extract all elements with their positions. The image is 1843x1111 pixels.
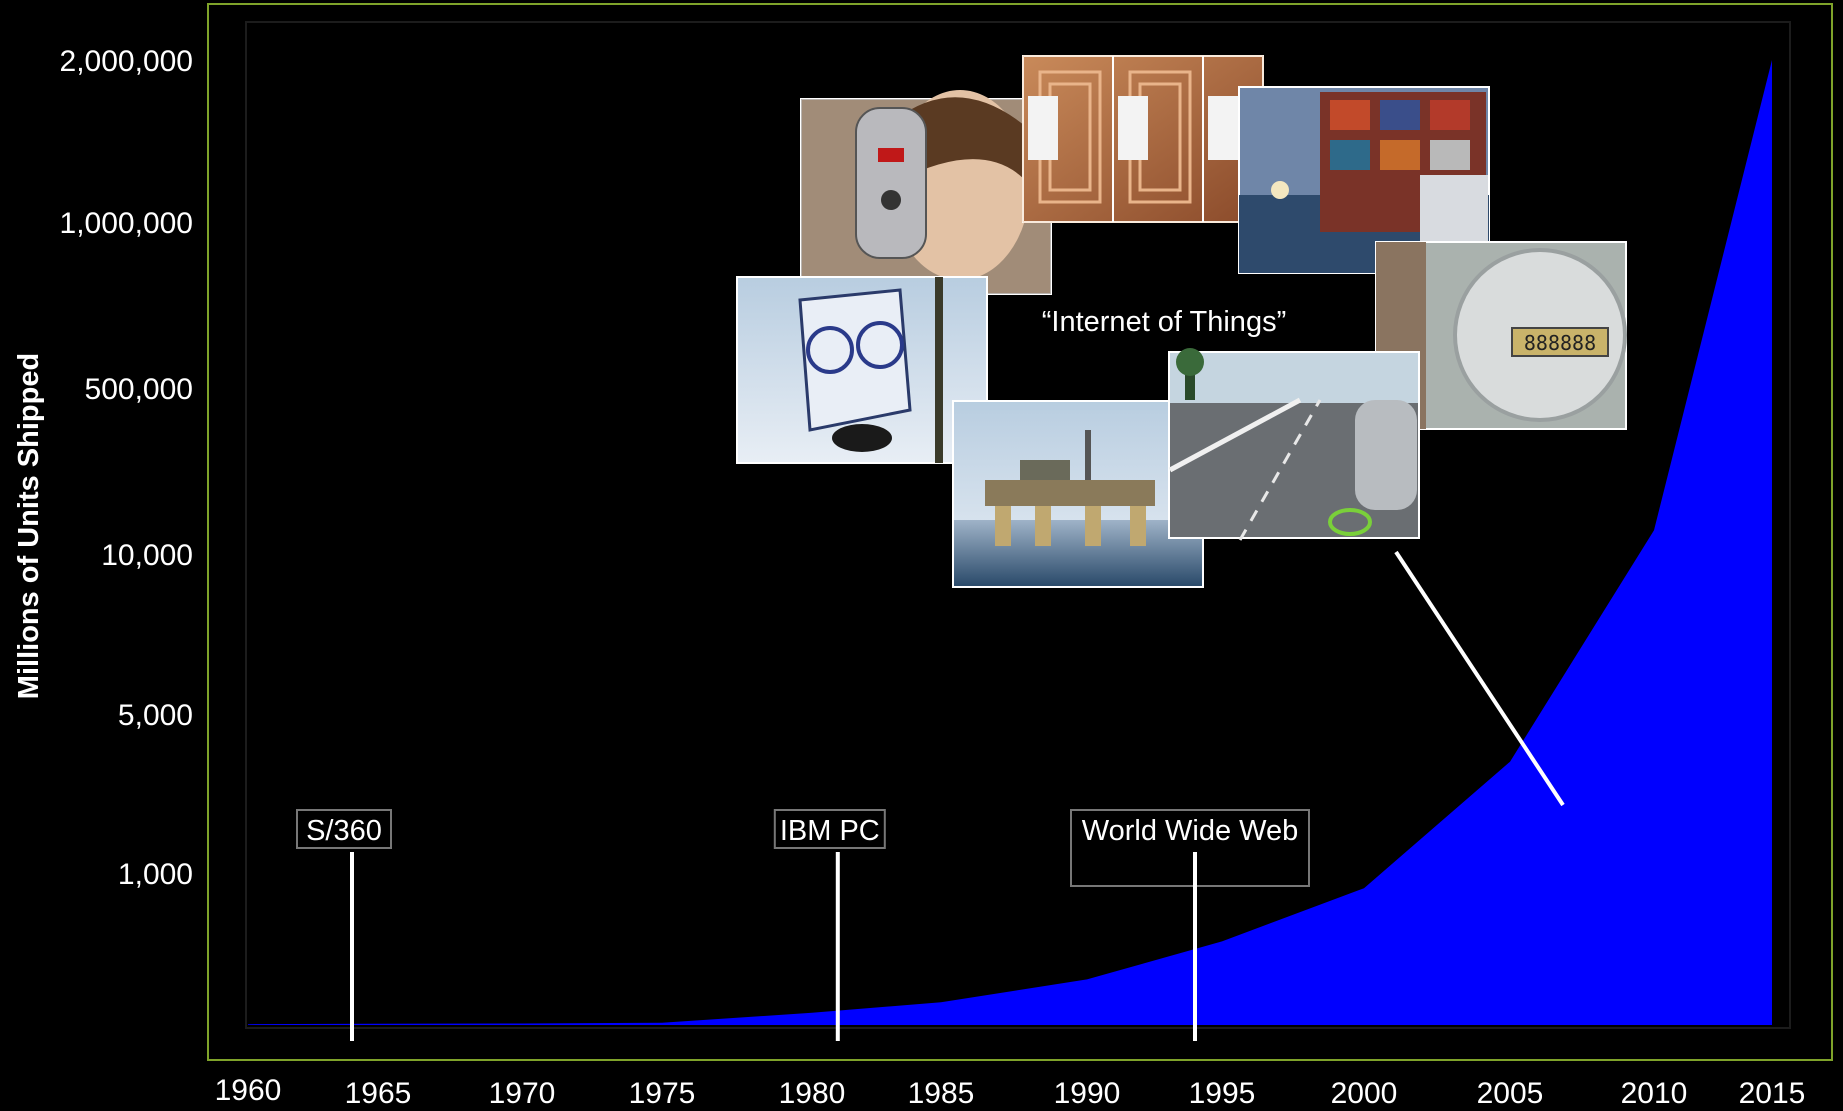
y-axis-label: Millions of Units Shipped: [13, 353, 45, 699]
annotation-label: S/360: [306, 815, 382, 847]
svg-text:888888: 888888: [1524, 331, 1596, 355]
x-tick-label: 2010: [1621, 1077, 1688, 1110]
annotation-label: IBM PC: [780, 815, 880, 847]
x-tick-label: 1965: [345, 1077, 412, 1110]
annotation-world-wide-web: World Wide Web: [1070, 809, 1310, 1041]
plot-frame: [207, 3, 1833, 1061]
iot-label: “Internet of Things”: [1042, 306, 1286, 338]
iot-pointer-line: [1394, 550, 1565, 807]
x-tick-label: 1985: [908, 1077, 975, 1110]
x-tick-label: 1990: [1054, 1077, 1121, 1110]
y-tick-label: 10,000: [101, 539, 193, 572]
x-tick-label: 1980: [779, 1077, 846, 1110]
security-camera-photo: [736, 276, 988, 464]
y-tick-label: 1,000: [118, 858, 193, 891]
cellphone-photo: [800, 90, 1052, 295]
x-tick-label: 1995: [1189, 1077, 1256, 1110]
plot-inner-frame: [245, 21, 1791, 1029]
smart-meter-photo: 888888: [1375, 241, 1627, 430]
annotation-label: World Wide Web: [1082, 815, 1299, 847]
y-tick-label: 500,000: [85, 373, 193, 406]
street-sensor-photo: [1168, 348, 1420, 541]
y-tick-label: 2,000,000: [60, 45, 193, 78]
event-annotations: S/360 IBM PC World Wide Web: [296, 809, 1310, 1041]
x-tick-label: 1975: [629, 1077, 696, 1110]
y-tick-label: 1,000,000: [60, 207, 193, 240]
annotation-box: [296, 809, 392, 849]
annotation-s-360: S/360: [296, 809, 392, 1041]
annotation-box: [773, 809, 886, 849]
x-tick-label: 2000: [1331, 1077, 1398, 1110]
x-tick-label: 2015: [1739, 1077, 1806, 1110]
y-tick-label: 5,000: [118, 699, 193, 732]
oil-platform-photo: [952, 400, 1204, 588]
container-ship-photo: [1238, 86, 1490, 274]
x-axis-ticks: 1960 1965 1970 1975 1980 1985 1990 1995 2000 2005…: [215, 1074, 1806, 1110]
x-tick-label: 1960: [215, 1074, 282, 1107]
rfid-tags-photo: [1022, 55, 1264, 223]
annotation-box: [1070, 809, 1310, 887]
units-shipped-area: [248, 60, 1772, 1025]
x-tick-label: 2005: [1477, 1077, 1544, 1110]
annotation-ibm-pc: IBM PC: [773, 809, 886, 1041]
y-axis-ticks: 1,000 5,000 10,000 500,000 1,000,000 2,000,00…: [60, 45, 193, 891]
x-tick-label: 1970: [489, 1077, 556, 1110]
